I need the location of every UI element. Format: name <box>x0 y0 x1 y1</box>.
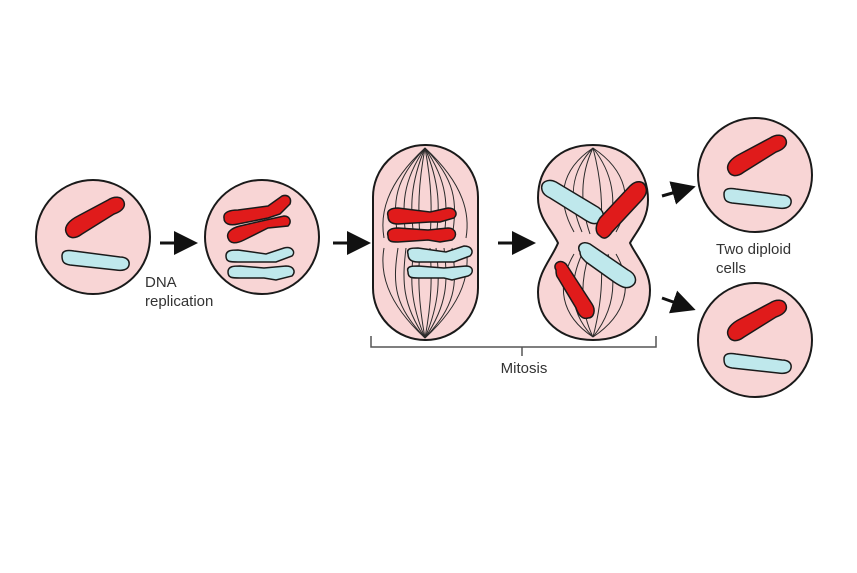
red-chromosome <box>64 196 126 239</box>
blue-chromatid-lower <box>578 241 637 289</box>
daughter-cell-top <box>697 117 813 233</box>
red-chromosome <box>726 134 788 177</box>
parent-cell <box>35 179 151 295</box>
blue-chromosome <box>61 249 130 272</box>
metaphase-cell <box>372 144 479 341</box>
dna-replication-label: DNA replication <box>145 274 213 310</box>
dividing-cell <box>536 143 652 342</box>
daughter-cell-bottom <box>697 282 813 398</box>
blue-chromosome <box>723 187 792 210</box>
red-chromosome-pair <box>386 207 457 243</box>
blue-sister-chromatids <box>225 246 295 281</box>
arrow-upper <box>661 181 696 205</box>
red-chromosome <box>726 299 788 342</box>
red-chromatid-lower <box>554 260 595 320</box>
red-sister-chromatids <box>223 194 292 244</box>
arrow-lower <box>661 290 696 314</box>
mitosis-bracket <box>370 336 657 356</box>
mitosis-label: Mitosis <box>501 360 548 377</box>
blue-chromosome-pair <box>406 245 473 281</box>
blue-chromosome <box>723 352 792 375</box>
replicated-cell <box>204 179 320 295</box>
red-chromatid-upper <box>595 181 648 239</box>
two-diploid-cells-label: Two diploid cells <box>716 241 795 277</box>
